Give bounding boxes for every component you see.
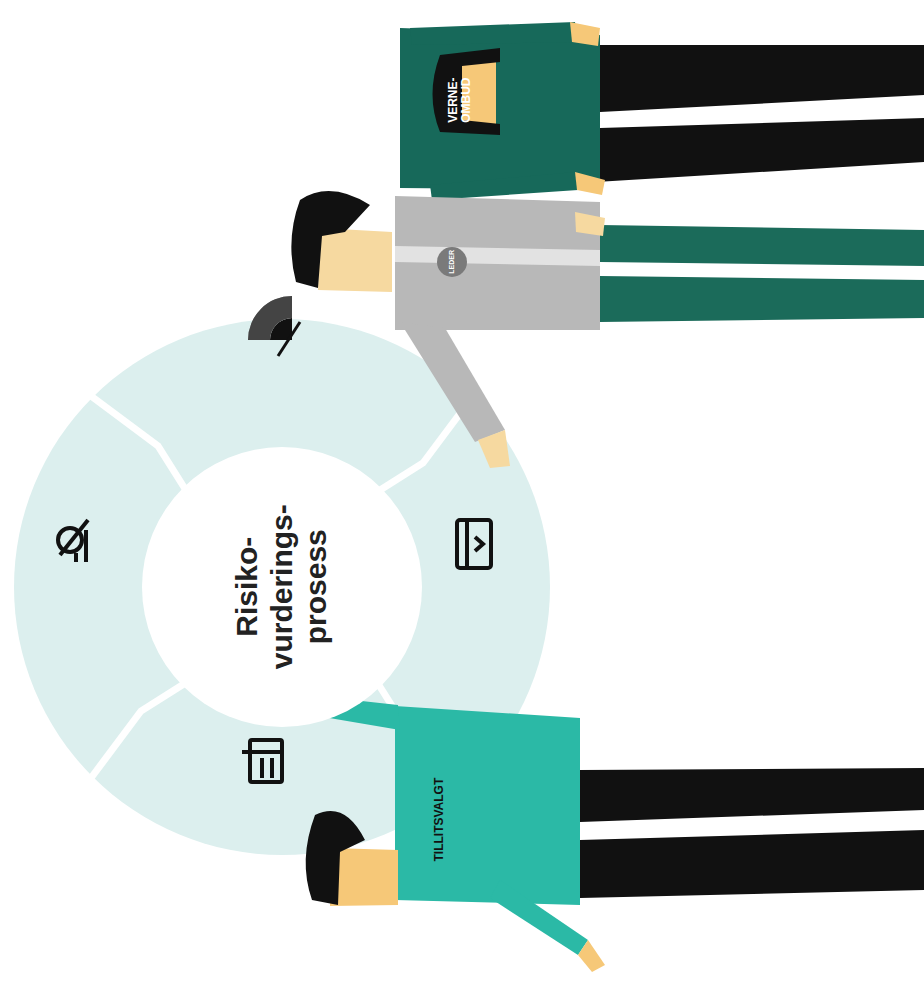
- search-chart-icon: [58, 520, 88, 562]
- checklist-icon: [457, 520, 491, 568]
- shirt-label: TILLITSVALGT: [433, 760, 446, 880]
- shirt-label-box: TILLITSVALGT: [380, 790, 500, 850]
- shirt-label: LEDER: [448, 242, 456, 282]
- manager-figure: [291, 191, 924, 468]
- shirt-label-box: LEDER: [437, 247, 467, 277]
- clipboard-icon: [242, 740, 282, 782]
- shirt-label-box: VERNE- OMBUD: [430, 60, 490, 140]
- cycle-arrow-notch: [91, 682, 187, 778]
- cycle-arrow-notch: [91, 396, 187, 492]
- process-cycle-center: Risiko- vurderings- prosess: [142, 447, 422, 727]
- union-rep-figure: [278, 694, 924, 972]
- shirt-label: VERNE- OMBUD: [447, 70, 473, 130]
- gauge-icon: [248, 296, 300, 356]
- process-title: Risiko- vurderings- prosess: [230, 502, 334, 672]
- safety-rep-figure: [400, 22, 924, 200]
